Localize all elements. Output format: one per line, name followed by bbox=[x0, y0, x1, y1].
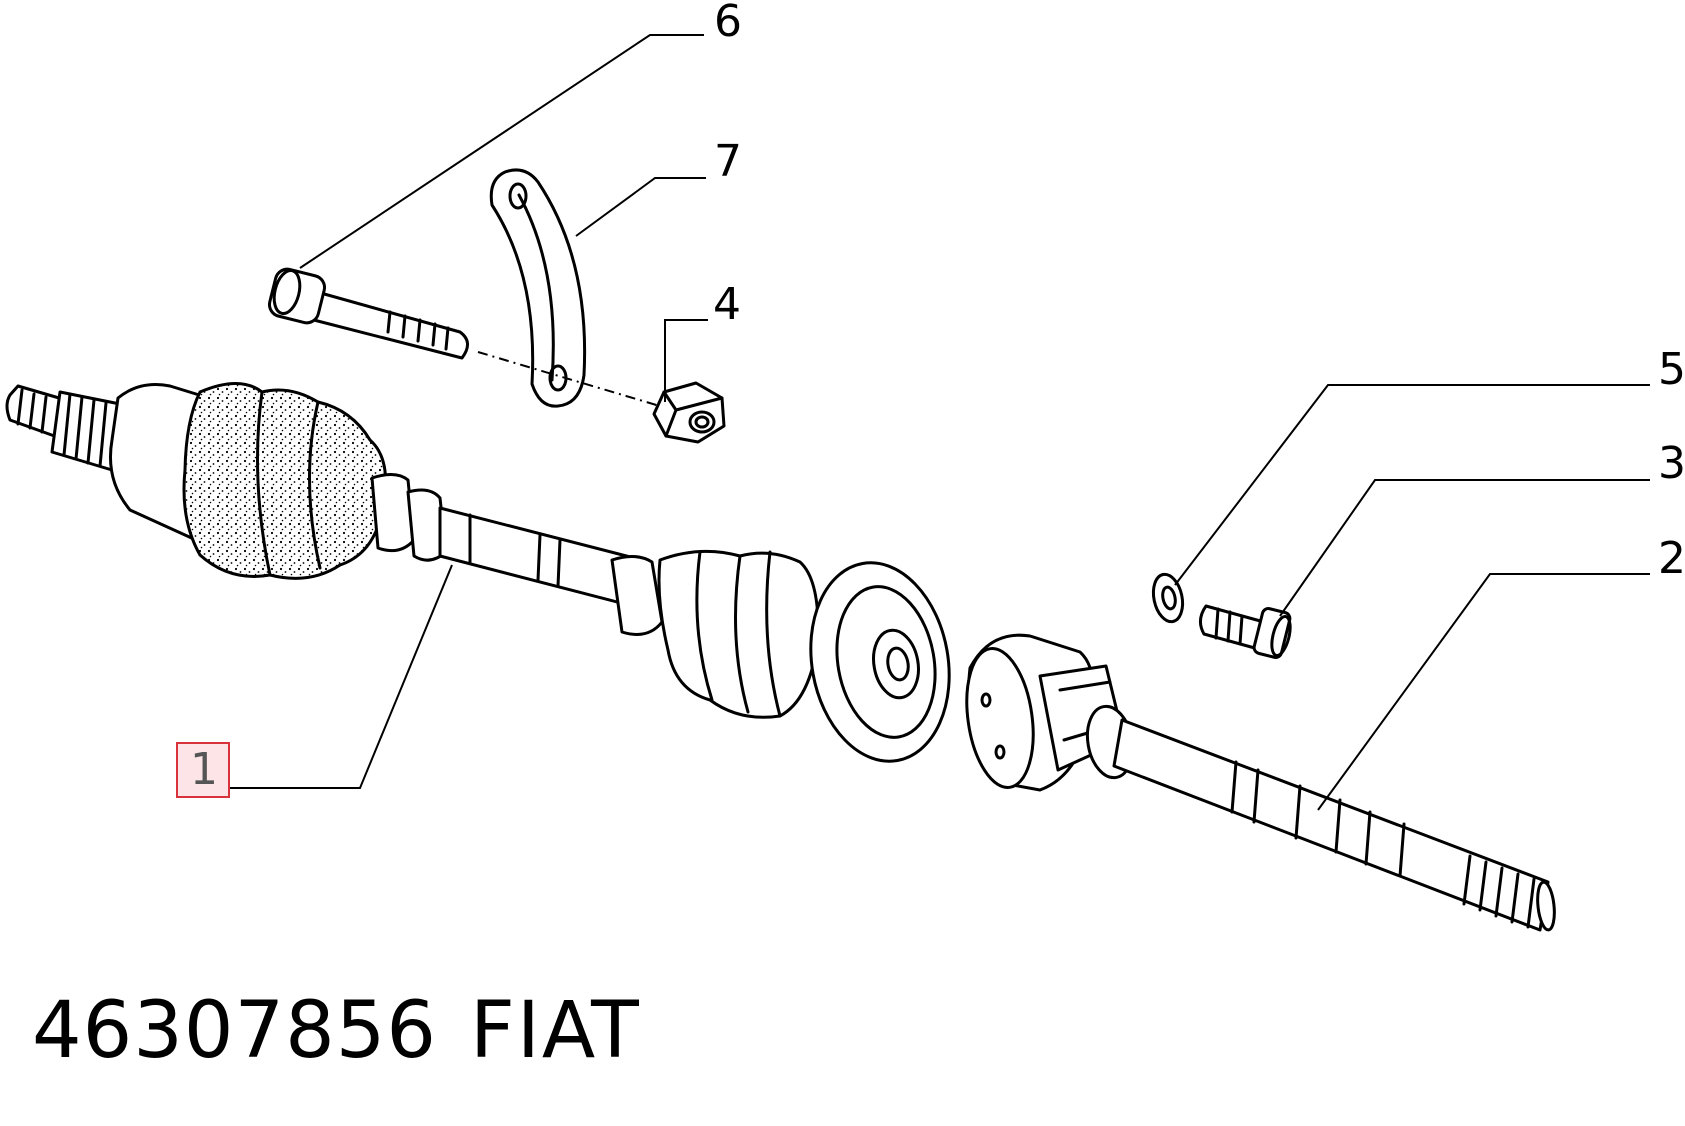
washer-part-5[interactable] bbox=[1149, 572, 1186, 625]
leader-line-1 bbox=[222, 564, 453, 789]
leader-line-6 bbox=[299, 34, 704, 269]
leader-line-3 bbox=[1279, 479, 1650, 617]
callout-7[interactable]: 7 bbox=[714, 136, 742, 187]
callout-1[interactable]: 1 bbox=[176, 742, 230, 798]
leader-line-2 bbox=[1317, 573, 1650, 811]
callout-6[interactable]: 6 bbox=[714, 0, 742, 47]
screw-part-3[interactable] bbox=[1199, 604, 1293, 659]
nut-part-4[interactable] bbox=[652, 381, 726, 444]
leader-line-7 bbox=[575, 177, 706, 237]
stub-shaft-part-2[interactable] bbox=[959, 633, 1557, 932]
leader-line-5 bbox=[1174, 384, 1650, 586]
callout-3[interactable]: 3 bbox=[1658, 438, 1685, 489]
bolt-part-6[interactable] bbox=[267, 267, 469, 360]
callout-2[interactable]: 2 bbox=[1658, 533, 1685, 584]
bracket-part-7[interactable] bbox=[489, 168, 587, 408]
leader-line-4 bbox=[664, 319, 708, 402]
callout-5[interactable]: 5 bbox=[1658, 344, 1685, 395]
leader-lines bbox=[222, 34, 1650, 811]
brand-name: FIAT bbox=[470, 986, 641, 1076]
part-number: 46307856 bbox=[32, 986, 438, 1076]
callout-4[interactable]: 4 bbox=[713, 279, 741, 330]
drive-shaft-part-1[interactable] bbox=[5, 382, 964, 773]
